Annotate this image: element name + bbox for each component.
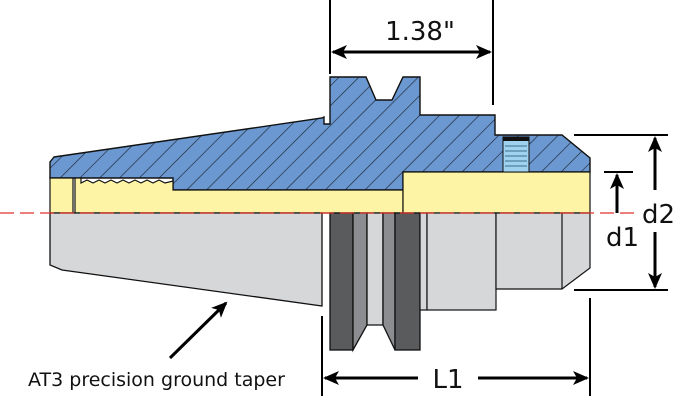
flange-exterior [329,212,421,353]
dimension-label-L1: L1 [432,365,463,395]
taper-exterior [49,212,323,307]
bore [49,177,74,214]
dimension-L1: L1 [321,298,591,396]
dimension-label-1-38: 1.38" [385,17,455,47]
dimension-d1: d1 [604,171,639,253]
bore-front [402,171,591,214]
dimension-label-d2: d2 [642,200,675,230]
set-screw [502,136,530,173]
neck-exterior [419,212,428,311]
dimension-d2: d2 [574,134,675,291]
body-exterior [426,212,497,311]
nose-exterior [495,212,591,290]
taper-callout: AT3 precision ground taper [28,301,285,391]
callout-label: AT3 precision ground taper [28,369,285,391]
dimension-label-d1: d1 [606,223,639,253]
threaded-bore [74,177,404,214]
dimension-1-38: 1.38" [329,0,494,105]
